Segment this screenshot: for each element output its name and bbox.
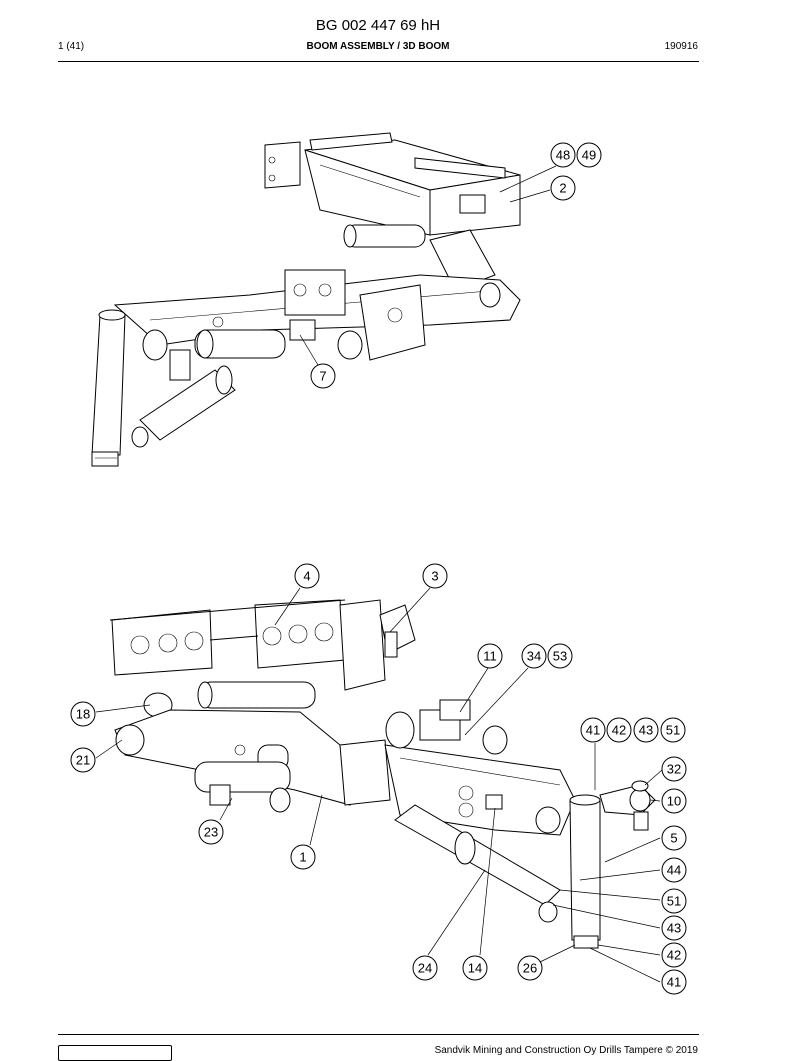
callout-11: 11 [477,643,503,669]
callout-label: 42 [612,723,626,738]
callout-label: 14 [468,961,482,976]
callout-label: 7 [319,369,326,384]
document-subtitle: BOOM ASSEMBLY / 3D BOOM [306,41,450,52]
callout-48: 48 [550,142,576,168]
callout-label: 53 [553,649,567,664]
callout-label: 42 [667,948,681,963]
callout-label: 32 [667,762,681,777]
callout-label: 26 [523,961,537,976]
callout-23: 23 [198,819,224,845]
callout-label: 41 [586,723,600,738]
callout-43-lower: 43 [661,915,687,941]
callout-26: 26 [517,955,543,981]
callout-label: 21 [76,753,90,768]
callout-10: 10 [661,788,687,814]
callout-34: 34 [521,643,547,669]
callout-label: 18 [76,707,90,722]
callout-label: 24 [418,961,432,976]
callout-label: 1 [299,850,306,865]
callout-5: 5 [661,825,687,851]
callout-18: 18 [70,701,96,727]
callout-label: 51 [667,894,681,909]
callout-label: 11 [483,649,497,664]
callout-53: 53 [547,643,573,669]
footer-divider [58,1034,699,1035]
callout-41-lower: 41 [661,969,687,995]
callout-label: 34 [527,649,541,664]
callout-32: 32 [661,756,687,782]
callout-42: 42 [606,717,632,743]
callout-label: 10 [667,794,681,809]
callout-51: 51 [660,717,686,743]
callout-2: 2 [550,175,576,201]
bottom-assembly-drawing [109,599,656,949]
callout-41: 41 [580,717,606,743]
top-assembly-drawing [91,132,521,467]
callout-24: 24 [412,955,438,981]
callout-7: 7 [310,363,336,389]
callout-42-lower: 42 [661,942,687,968]
callout-label: 41 [667,975,681,990]
callout-label: 2 [559,181,566,196]
callout-label: 51 [666,723,680,738]
document-date: 190916 [664,41,698,52]
callout-label: 43 [639,723,653,738]
callout-label: 49 [582,148,596,163]
callout-1: 1 [290,844,316,870]
callout-label: 43 [667,921,681,936]
company-logo [58,1045,172,1061]
callout-44: 44 [661,857,687,883]
callout-4: 4 [294,563,320,589]
callout-label: 23 [204,825,218,840]
callout-label: 4 [303,569,310,584]
callout-21: 21 [70,747,96,773]
callout-51-lower: 51 [661,888,687,914]
header-divider [58,61,699,62]
callout-3: 3 [422,563,448,589]
callout-label: 5 [670,831,677,846]
callout-label: 44 [667,863,681,878]
callout-14: 14 [462,955,488,981]
callout-43: 43 [633,717,659,743]
page-number: 1 (41) [58,41,85,52]
callout-label: 48 [556,148,570,163]
footer-copyright: Sandvik Mining and Construction Oy Drill… [434,1045,698,1056]
callout-49: 49 [576,142,602,168]
document-id: BG 002 447 69 hH [315,17,441,34]
callout-label: 3 [431,569,438,584]
